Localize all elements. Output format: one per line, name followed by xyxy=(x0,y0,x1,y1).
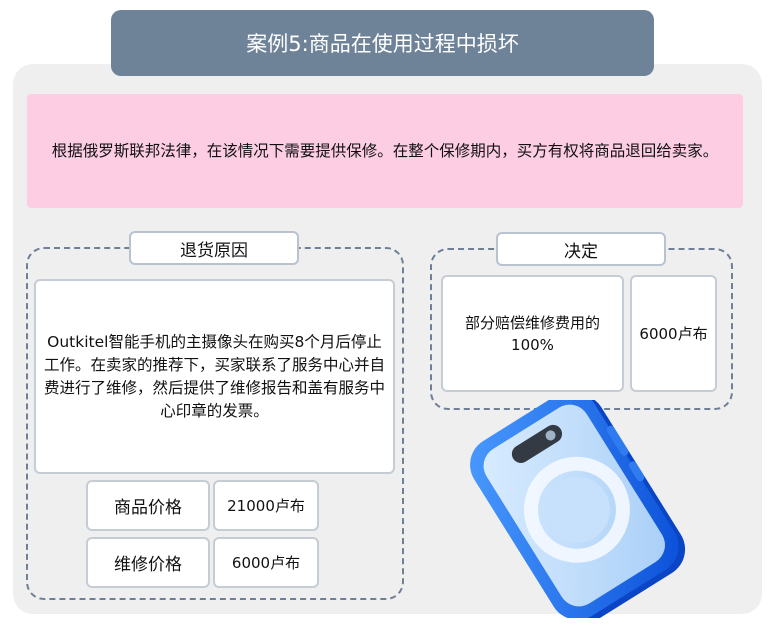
repair-price-label: 维修价格 xyxy=(86,537,210,588)
page-title: 案例5:商品在使用过程中损坏 xyxy=(111,10,654,76)
return-reason-label: 退货原因 xyxy=(129,231,299,265)
product-price-value-text: 21000卢布 xyxy=(227,497,305,515)
return-reason-label-text: 退货原因 xyxy=(180,240,248,261)
decision-text-card: 部分赔偿维修费用的100% xyxy=(441,275,624,392)
product-price-label: 商品价格 xyxy=(86,480,210,531)
intro-text: 根据俄罗斯联邦法律，在该情况下需要提供保修。在整个保修期内，买方有权将商品退回给… xyxy=(51,142,719,160)
intro-box: 根据俄罗斯联邦法律，在该情况下需要提供保修。在整个保修期内，买方有权将商品退回给… xyxy=(27,94,743,208)
decision-label: 决定 xyxy=(496,232,666,266)
decision-label-text: 决定 xyxy=(564,241,598,262)
repair-price-value: 6000卢布 xyxy=(213,537,319,588)
decision-text: 部分赔偿维修费用的100% xyxy=(464,313,600,354)
smartphone-icon xyxy=(468,391,693,623)
product-price-value: 21000卢布 xyxy=(213,480,319,531)
return-reason-text: Outkitel智能手机的主摄像头在购买8个月后停止工作。在卖家的推荐下，买家联… xyxy=(43,332,385,420)
product-price-label-text: 商品价格 xyxy=(114,498,182,518)
repair-price-value-text: 6000卢布 xyxy=(231,554,301,572)
decision-value: 6000卢布 xyxy=(639,325,708,343)
decision-value-card: 6000卢布 xyxy=(630,275,717,392)
page-title-text: 案例5:商品在使用过程中损坏 xyxy=(246,32,519,56)
repair-price-label-text: 维修价格 xyxy=(114,555,182,575)
return-reason-card: Outkitel智能手机的主摄像头在购买8个月后停止工作。在卖家的推荐下，买家联… xyxy=(34,279,395,474)
